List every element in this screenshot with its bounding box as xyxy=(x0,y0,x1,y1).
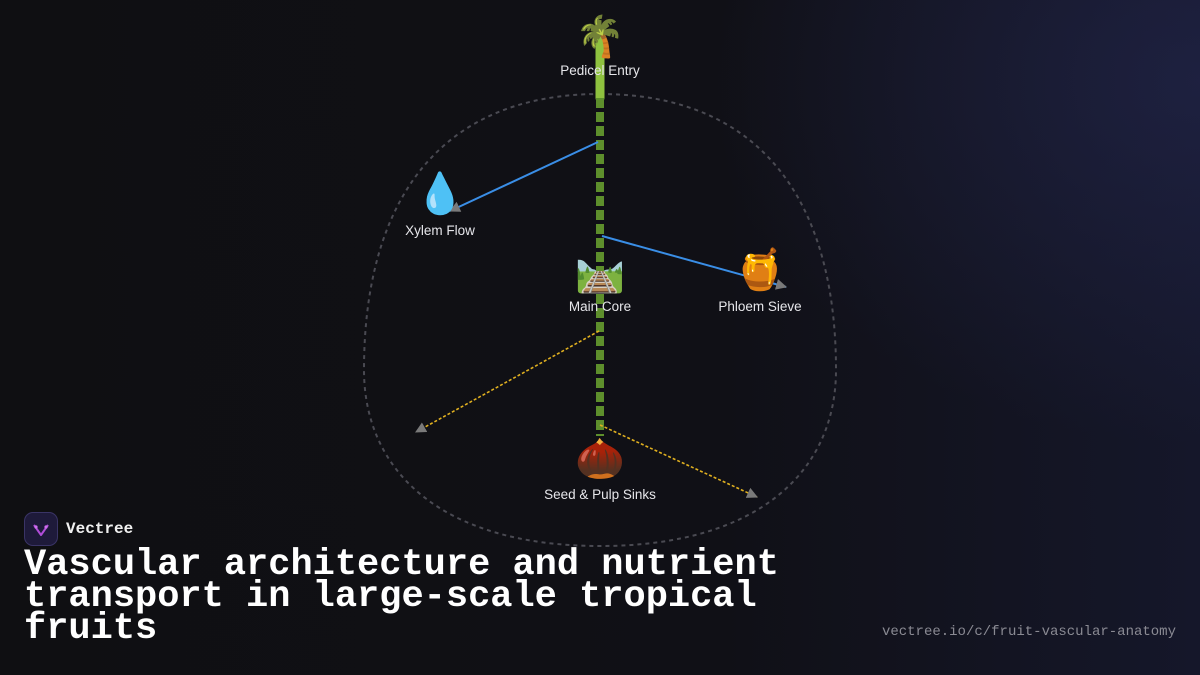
edge-core-to-phloem xyxy=(601,235,788,290)
brand-block: Vectree xyxy=(24,512,133,546)
node-label: Xylem Flow xyxy=(405,223,475,238)
brand-name: Vectree xyxy=(66,520,134,538)
node-label: Phloem Sieve xyxy=(718,299,801,314)
chestnut-icon: 🌰 xyxy=(575,436,625,482)
edge-core-to-right-sink xyxy=(599,424,758,498)
railway-track-icon: 🛤️ xyxy=(575,249,625,295)
honey-pot-icon: 🍯 xyxy=(735,246,785,293)
node-main-core: 🛤️ Main Core xyxy=(569,249,631,314)
water-drop-icon: 💧 xyxy=(415,170,465,217)
node-label: Main Core xyxy=(569,299,631,314)
node-label: Seed & Pulp Sinks xyxy=(544,487,656,502)
node-seed-pulp-sinks: 🌰 Seed & Pulp Sinks xyxy=(544,436,656,502)
source-url: vectree.io/c/fruit-vascular-anatomy xyxy=(881,624,1176,640)
node-label: Pedicel Entry xyxy=(560,63,640,78)
node-pedicel-entry: 🌴 Pedicel Entry xyxy=(560,13,640,78)
edge-core-to-xylem xyxy=(449,141,599,212)
node-phloem-sieve: 🍯 Phloem Sieve xyxy=(718,246,801,314)
edge-core-to-left-sink xyxy=(415,330,600,433)
page-title: Vascular architecture and nutrient trans… xyxy=(24,544,779,650)
palm-tree-icon: 🌴 xyxy=(575,13,625,60)
vectree-logo-icon xyxy=(24,512,58,546)
node-xylem-flow: 💧 Xylem Flow xyxy=(405,170,475,238)
fruit-boundary xyxy=(362,92,838,548)
